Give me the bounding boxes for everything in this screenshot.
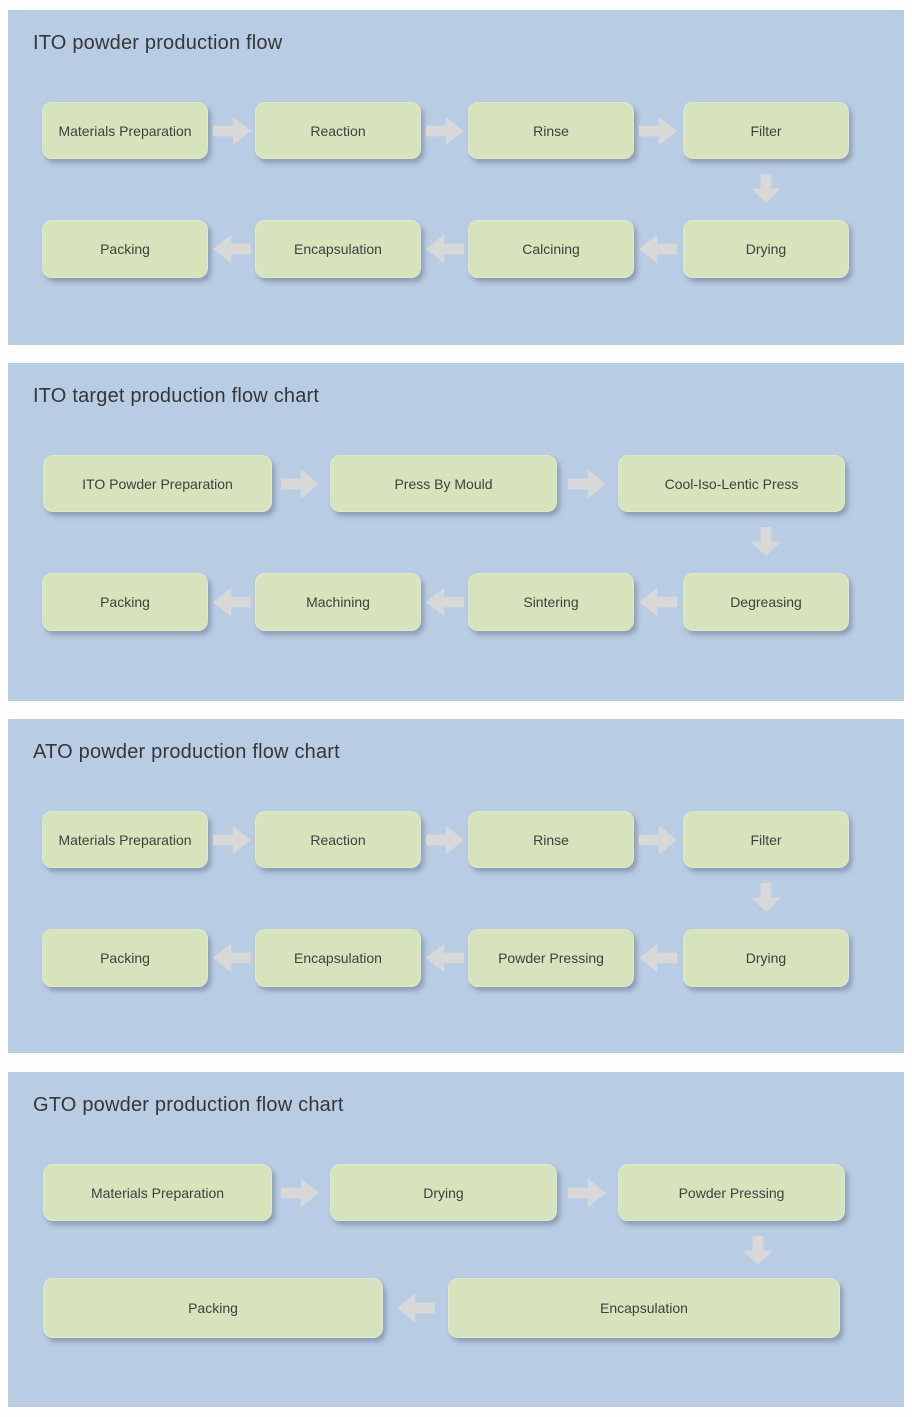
flow-arrow-right-icon — [568, 1178, 606, 1208]
step-reaction: Reaction — [255, 102, 421, 159]
step-materials-preparation: Materials Preparation — [42, 811, 208, 868]
step-press-by-mould: Press By Mould — [330, 455, 557, 512]
panel-gto-powder: GTO powder production flow chart Materia… — [8, 1072, 904, 1407]
step-reaction: Reaction — [255, 811, 421, 868]
step-filter: Filter — [683, 811, 849, 868]
step-rinse: Rinse — [468, 811, 634, 868]
flow-arrow-left-icon — [639, 587, 677, 617]
step-drying: Drying — [683, 220, 849, 278]
flow-arrow-left-icon — [426, 587, 464, 617]
step-machining: Machining — [255, 573, 421, 631]
step-packing: Packing — [42, 573, 208, 631]
step-packing: Packing — [43, 1278, 383, 1338]
flow-arrow-right-icon — [281, 469, 319, 499]
flow-arrow-down-icon — [751, 883, 781, 912]
flow-arrow-left-icon — [426, 943, 464, 973]
step-materials-preparation: Materials Preparation — [43, 1164, 272, 1221]
step-cool-iso-lentic-press: Cool-Iso-Lentic Press — [618, 455, 845, 512]
flow-arrow-right-icon — [213, 116, 251, 146]
flow-arrow-down-icon — [751, 174, 781, 203]
flow-arrow-left-icon — [397, 1293, 435, 1323]
flow-arrow-down-icon — [751, 527, 781, 556]
flow-arrow-right-icon — [568, 469, 606, 499]
panel-title: ITO powder production flow — [33, 32, 283, 54]
step-rinse: Rinse — [468, 102, 634, 159]
flow-arrow-left-icon — [213, 234, 251, 264]
flow-arrow-left-icon — [426, 234, 464, 264]
step-sintering: Sintering — [468, 573, 634, 631]
step-degreasing: Degreasing — [683, 573, 849, 631]
step-encapsulation: Encapsulation — [448, 1278, 840, 1338]
panel-ito-powder: ITO powder production flow Materials Pre… — [8, 10, 904, 345]
step-filter: Filter — [683, 102, 849, 159]
flow-arrow-right-icon — [426, 825, 464, 855]
step-drying: Drying — [330, 1164, 557, 1221]
step-calcining: Calcining — [468, 220, 634, 278]
panel-title: ATO powder production flow chart — [33, 741, 340, 763]
step-packing: Packing — [42, 929, 208, 987]
step-encapsulation: Encapsulation — [255, 929, 421, 987]
flow-arrow-right-icon — [213, 825, 251, 855]
panel-title: ITO target production flow chart — [33, 385, 320, 407]
flow-arrow-right-icon — [639, 825, 677, 855]
panel-ito-target: ITO target production flow chart ITO Pow… — [8, 363, 904, 701]
step-powder-pressing: Powder Pressing — [618, 1164, 845, 1221]
step-materials-preparation: Materials Preparation — [42, 102, 208, 159]
step-powder-pressing: Powder Pressing — [468, 929, 634, 987]
flow-arrow-right-icon — [426, 116, 464, 146]
step-ito-powder-preparation: ITO Powder Preparation — [43, 455, 272, 512]
flow-arrow-left-icon — [213, 587, 251, 617]
panel-title: GTO powder production flow chart — [33, 1094, 344, 1116]
step-encapsulation: Encapsulation — [255, 220, 421, 278]
step-drying: Drying — [683, 929, 849, 987]
panel-ato-powder: ATO powder production flow chart Materia… — [8, 719, 904, 1053]
step-packing: Packing — [42, 220, 208, 278]
flow-arrow-left-icon — [213, 943, 251, 973]
flow-arrow-down-icon — [743, 1236, 773, 1265]
flow-arrow-right-icon — [281, 1178, 319, 1208]
flow-arrow-right-icon — [639, 116, 677, 146]
flow-arrow-left-icon — [639, 943, 677, 973]
flow-arrow-left-icon — [639, 234, 677, 264]
